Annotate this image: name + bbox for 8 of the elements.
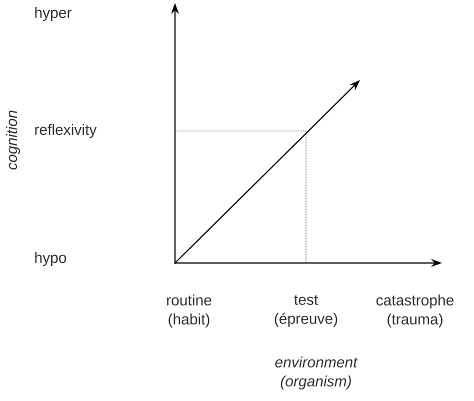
axis-title: environment (organism): [275, 356, 358, 390]
axis-title: cognition: [6, 110, 20, 170]
axis-label: routine (habit): [167, 294, 212, 328]
axis-label: hypo: [35, 252, 66, 266]
axis-label: catastrophe (trauma): [376, 294, 454, 328]
axis-label: test (épreuve): [274, 295, 338, 327]
axis-label: reflexivity: [35, 124, 97, 138]
axis-label: hyper: [35, 7, 72, 21]
